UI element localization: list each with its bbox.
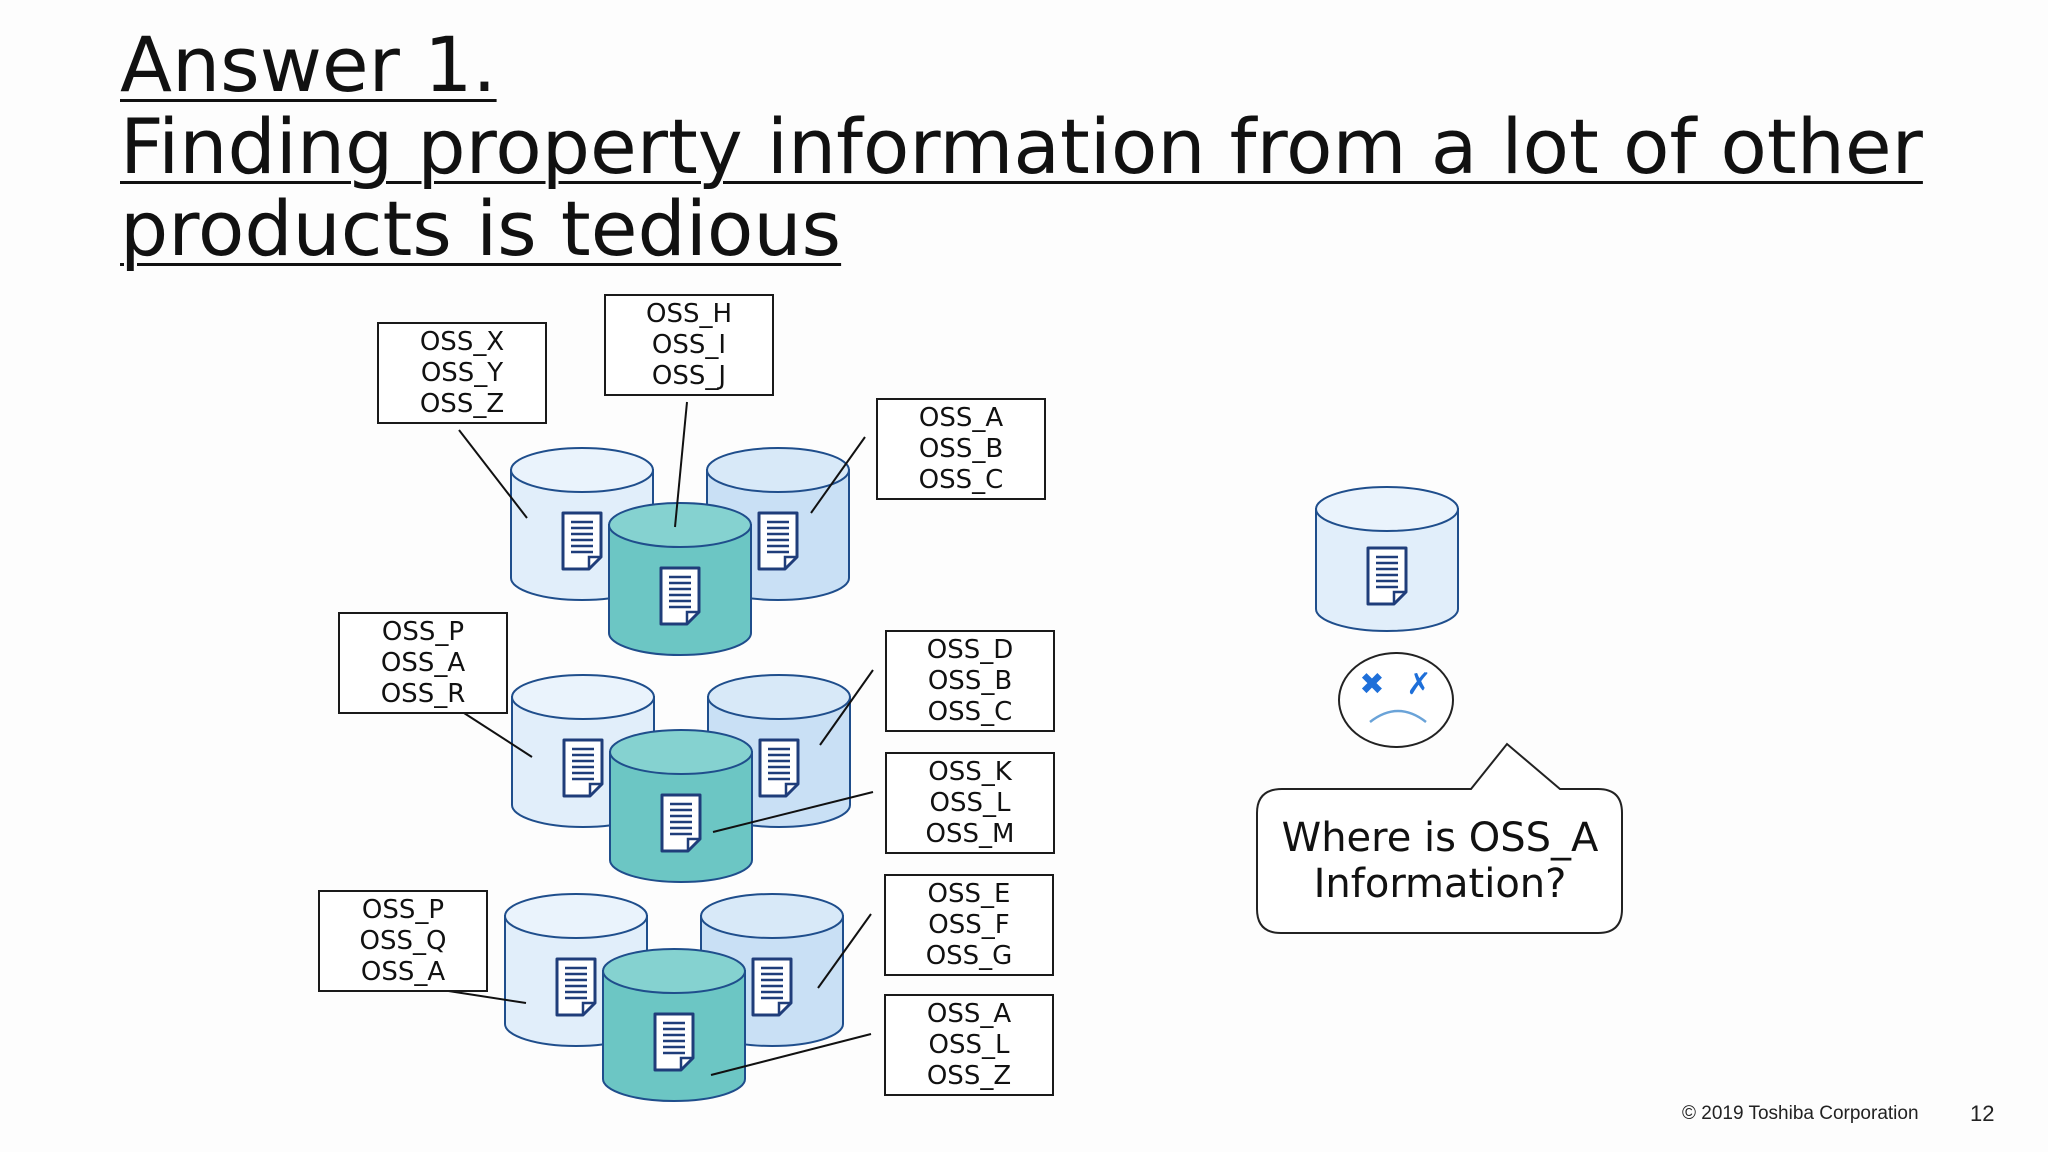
connector-line	[710, 1033, 872, 1076]
oss-label: OSS_A	[360, 956, 446, 987]
oss-label: OSS_L	[928, 1029, 1010, 1060]
oss-label: OSS_I	[651, 329, 727, 360]
oss-label: OSS_B	[927, 665, 1013, 696]
slide-title-line-1: Answer 1.	[120, 20, 497, 109]
database-cylinder	[707, 674, 851, 828]
connector-line	[810, 436, 866, 514]
connector-line	[817, 913, 872, 989]
database-cylinder-highlighted	[602, 948, 746, 1102]
oss-label: OSS_B	[918, 433, 1004, 464]
document-icon	[758, 738, 800, 798]
oss-label: OSS_R	[380, 678, 466, 709]
oss-label: OSS_G	[925, 940, 1013, 971]
document-icon	[562, 738, 604, 798]
oss-label: OSS_L	[929, 787, 1011, 818]
oss-label-box-par: OSS_P OSS_A OSS_R	[338, 612, 508, 714]
oss-label: OSS_P	[381, 616, 465, 647]
confused-face-icon: ✖✗	[1338, 652, 1454, 748]
oss-label: OSS_Z	[926, 1060, 1012, 1091]
document-icon	[659, 566, 701, 626]
connector-line	[441, 989, 527, 1004]
slide-title-line-2: Finding property information from a lot …	[120, 102, 1923, 191]
x-eye-left: ✖	[1359, 667, 1384, 702]
oss-label: OSS_A	[380, 647, 466, 678]
document-icon	[653, 1012, 695, 1072]
connector-line	[819, 669, 874, 746]
x-eye-right: ✗	[1406, 667, 1431, 702]
database-cylinder-highlighted	[608, 502, 752, 656]
speech-bubble	[1256, 742, 1623, 934]
oss-label: OSS_P	[361, 894, 445, 925]
speech-bubble-text: Where is OSS_A Information?	[1260, 815, 1620, 907]
oss-label-box-xyz: OSS_X OSS_Y OSS_Z	[377, 322, 547, 424]
slide-title-line-3: products is tedious	[120, 184, 842, 273]
oss-label: OSS_C	[918, 464, 1004, 495]
document-icon	[555, 957, 597, 1017]
document-icon	[1366, 546, 1408, 606]
oss-label-box-klm: OSS_K OSS_L OSS_M	[885, 752, 1055, 854]
speech-bubble-line-1: Where is OSS_A	[1281, 815, 1599, 861]
oss-label: OSS_A	[918, 402, 1004, 433]
oss-label: OSS_H	[645, 298, 733, 329]
connector-line	[674, 401, 688, 528]
oss-label-box-alz: OSS_A OSS_L OSS_Z	[884, 994, 1054, 1096]
oss-label-box-hij: OSS_H OSS_I OSS_J	[604, 294, 774, 396]
database-cylinder	[510, 447, 654, 601]
oss-label: OSS_D	[926, 634, 1014, 665]
oss-label: OSS_Q	[359, 925, 447, 956]
copyright-notice: © 2019 Toshiba Corporation	[1682, 1103, 1919, 1124]
oss-label-box-efg: OSS_E OSS_F OSS_G	[884, 874, 1054, 976]
oss-label: OSS_E	[927, 878, 1011, 909]
oss-label: OSS_X	[419, 326, 505, 357]
single-database-cylinder	[1315, 486, 1459, 632]
oss-label-box-pqa: OSS_P OSS_Q OSS_A	[318, 890, 488, 992]
oss-label-box-dbc: OSS_D OSS_B OSS_C	[885, 630, 1055, 732]
document-icon	[751, 957, 793, 1017]
document-icon	[757, 511, 799, 571]
oss-label: OSS_C	[927, 696, 1013, 727]
document-icon	[561, 511, 603, 571]
oss-label: OSS_J	[651, 360, 727, 391]
connector-line	[458, 429, 528, 519]
oss-label: OSS_Y	[420, 357, 504, 388]
frown-mouth	[1369, 709, 1427, 723]
document-icon	[660, 793, 702, 853]
oss-label: OSS_F	[928, 909, 1010, 940]
oss-label: OSS_M	[925, 818, 1015, 849]
connector-line	[463, 712, 533, 758]
oss-label-box-abc: OSS_A OSS_B OSS_C	[876, 398, 1046, 500]
oss-label: OSS_Z	[419, 388, 505, 419]
speech-bubble-line-2: Information?	[1313, 861, 1567, 907]
oss-label: OSS_A	[926, 998, 1012, 1029]
page-number: 12	[1970, 1101, 1995, 1126]
oss-label: OSS_K	[928, 756, 1012, 787]
database-cylinder-highlighted	[609, 729, 753, 883]
connector-line	[712, 791, 874, 833]
